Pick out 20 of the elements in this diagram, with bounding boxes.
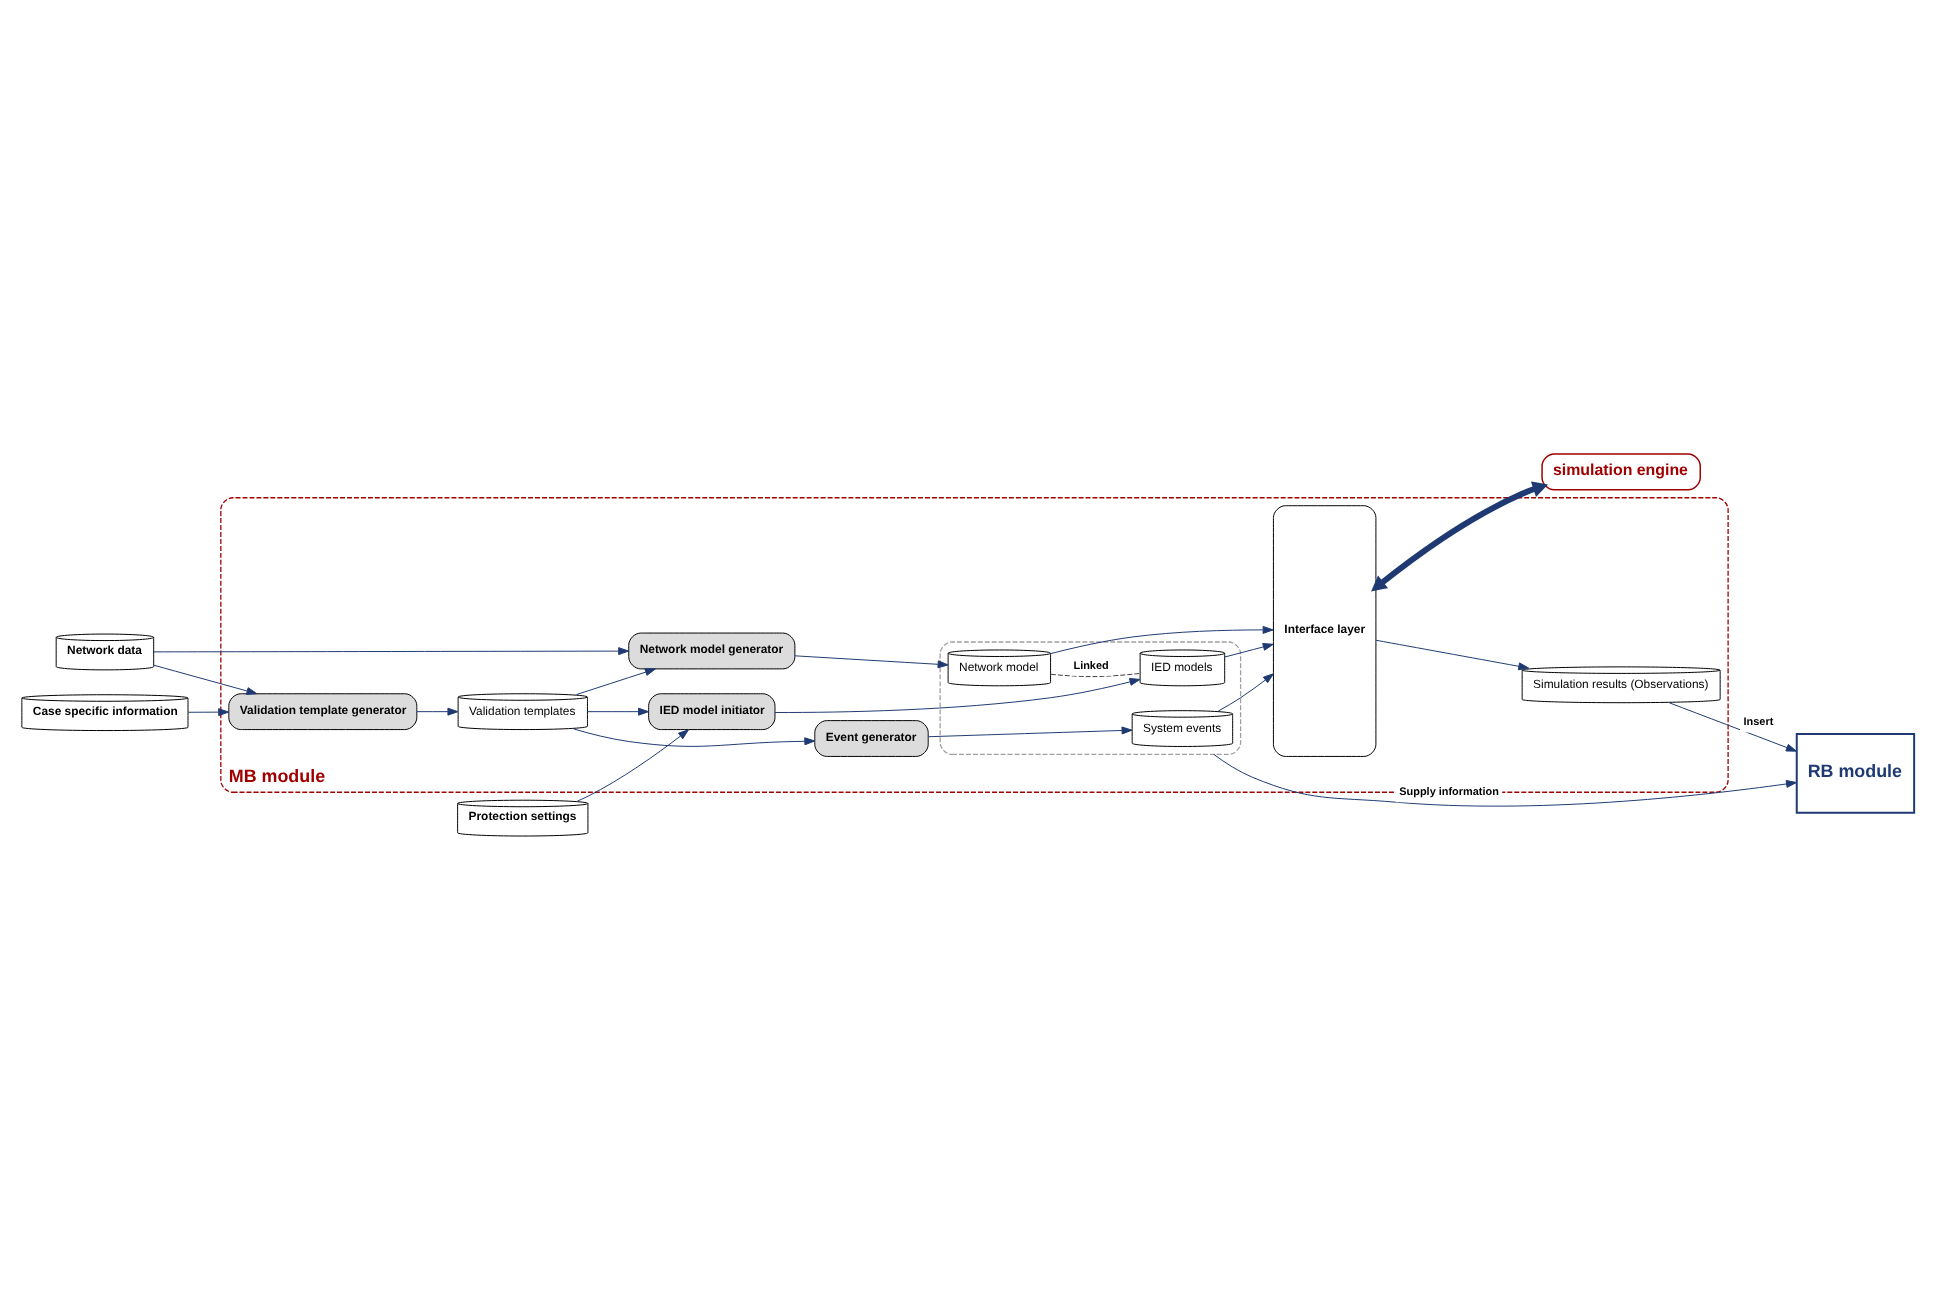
arrow: [575, 668, 656, 696]
arrow: [187, 708, 230, 717]
arrow: [153, 647, 630, 656]
arrow: [576, 729, 689, 802]
arrow: [774, 677, 1141, 713]
arrow: [416, 707, 459, 716]
arrow: [1050, 625, 1274, 655]
arrow: [1668, 702, 1797, 752]
arrow: [573, 728, 816, 747]
connector: [1050, 672, 1141, 678]
arrow: [1224, 642, 1274, 658]
node-box: simulation engine: [1541, 453, 1701, 491]
arrow: [587, 707, 650, 716]
arrow: [794, 655, 949, 669]
arrow: [1371, 481, 1549, 592]
arrow: [153, 664, 258, 695]
node-box: RB module: [1795, 733, 1916, 814]
arrow: [927, 726, 1133, 738]
arrow: [1375, 639, 1530, 671]
arrow: [1217, 673, 1274, 712]
